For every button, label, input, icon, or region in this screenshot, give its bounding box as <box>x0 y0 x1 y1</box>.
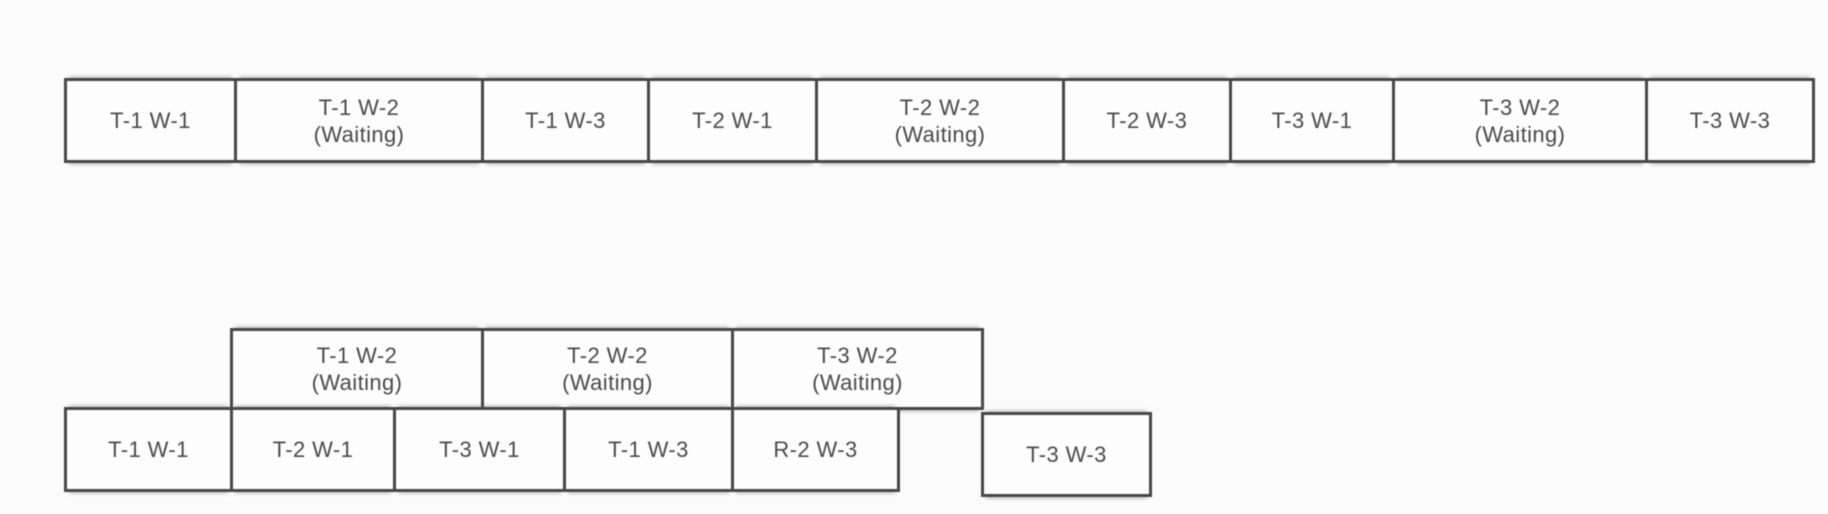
block-sublabel: (Waiting) <box>812 370 903 395</box>
block-t-1-w-1: T-1 W-1 <box>64 407 233 492</box>
block-t-1-w-3: T-1 W-3 <box>563 407 734 492</box>
block-label: T-3 W-3 <box>1689 108 1771 133</box>
block-t-2-w-1: T-2 W-1 <box>230 407 396 492</box>
block-label: T-2 W-3 <box>1106 108 1188 133</box>
block-label: T-2 W-2 <box>899 94 981 120</box>
block-t-3-w-2-waiting: T-3 W-2(Waiting) <box>731 328 984 410</box>
block-sublabel: (Waiting) <box>562 370 653 395</box>
block-label: T-3 W-1 <box>439 437 520 462</box>
block-label: T-1 W-3 <box>608 437 689 462</box>
block-label: T-3 W-2 <box>817 343 898 368</box>
block-t-3-w-2-waiting: T-3 W-2(Waiting) <box>1392 78 1648 163</box>
block-label: T-3 W-1 <box>1271 108 1353 133</box>
block-label: T-3 W-3 <box>1026 442 1107 467</box>
block-label: T-3 W-2 <box>1479 94 1561 120</box>
block-t-2-w-1: T-2 W-1 <box>647 78 818 163</box>
block-t-1-w-2-waiting: T-1 W-2(Waiting) <box>230 328 484 410</box>
block-label: T-2 W-1 <box>692 108 773 133</box>
block-label: T-2 W-1 <box>272 437 354 462</box>
block-label: R-2 W-3 <box>773 437 858 462</box>
block-t-1-w-2-waiting: T-1 W-2(Waiting) <box>234 78 484 163</box>
block-t-2-w-2-waiting: T-2 W-2(Waiting) <box>815 78 1065 163</box>
block-label: T-1 W-2 <box>316 343 398 368</box>
block-label: T-1 W-3 <box>525 108 606 133</box>
block-t-3-w-1: T-3 W-1 <box>393 407 566 492</box>
block-label: T-2 W-2 <box>567 343 648 368</box>
block-t-2-w-2-waiting: T-2 W-2(Waiting) <box>481 328 734 410</box>
block-t-1-w-1: T-1 W-1 <box>64 78 237 163</box>
block-t-2-w-3: T-2 W-3 <box>1062 78 1232 163</box>
block-r-2-w-3: R-2 W-3 <box>731 407 900 492</box>
block-sublabel: (Waiting) <box>313 121 405 147</box>
block-t-1-w-3: T-1 W-3 <box>481 78 650 163</box>
block-sublabel: (Waiting) <box>311 370 403 395</box>
block-label: T-1 W-1 <box>110 108 191 133</box>
block-t-3-w-3: T-3 W-3 <box>1645 78 1815 163</box>
block-t-3-w-1: T-3 W-1 <box>1229 78 1395 163</box>
block-label: T-1 W-1 <box>108 437 189 462</box>
block-label: T-1 W-2 <box>318 94 400 120</box>
block-t-3-w-3: T-3 W-3 <box>981 412 1152 497</box>
block-sublabel: (Waiting) <box>894 121 986 147</box>
block-sublabel: (Waiting) <box>1474 121 1566 147</box>
